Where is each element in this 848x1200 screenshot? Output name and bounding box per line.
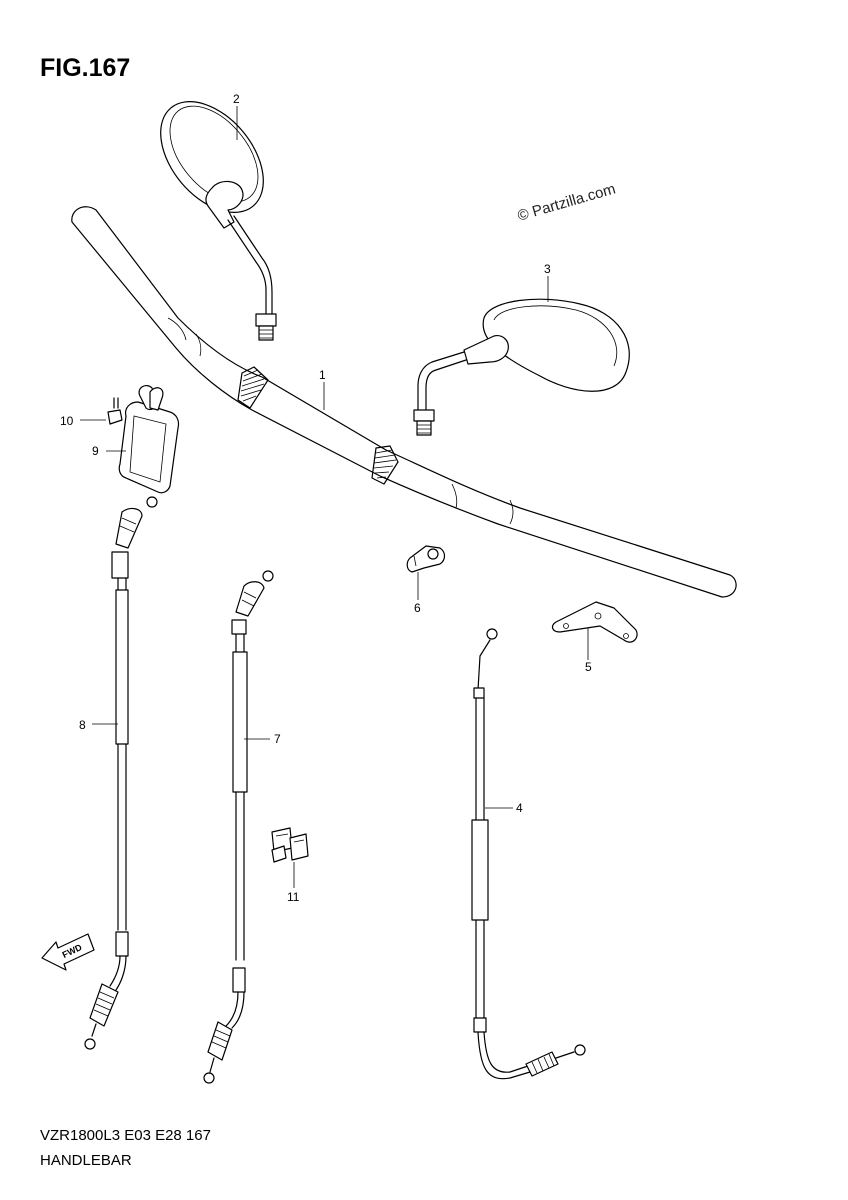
callout-1: 1 xyxy=(319,368,326,382)
holder-9-part[interactable] xyxy=(118,384,180,494)
callout-6: 6 xyxy=(414,601,421,615)
right-mirror-part[interactable] xyxy=(413,298,630,436)
fwd-arrow-icon: FWD xyxy=(41,933,95,971)
callout-3: 3 xyxy=(544,262,551,276)
callout-4: 4 xyxy=(516,801,523,815)
footer-model-line: VZR1800L3 E03 E28 167 xyxy=(40,1127,211,1144)
callout-8: 8 xyxy=(79,718,86,732)
cable-4-part[interactable] xyxy=(471,628,586,1080)
clamp-6-part[interactable] xyxy=(406,545,446,573)
callout-9: 9 xyxy=(92,444,99,458)
handlebar-knurl-right xyxy=(371,445,399,485)
leader-lines xyxy=(80,106,589,888)
footer-title: HANDLEBAR xyxy=(40,1152,132,1169)
bolt-10-part[interactable] xyxy=(107,397,123,425)
handlebar-knurl-left xyxy=(237,366,269,409)
clip-11-part[interactable] xyxy=(271,827,309,863)
cable-8-adjuster xyxy=(84,983,119,1050)
bracket-5-part[interactable] xyxy=(551,601,638,643)
figure-title: FIG.167 xyxy=(40,54,131,82)
cable-8-part[interactable] xyxy=(84,496,158,1050)
callout-2: 2 xyxy=(233,92,240,106)
callout-5: 5 xyxy=(585,660,592,674)
callout-labels: 1 2 3 4 5 6 7 8 9 10 11 xyxy=(60,92,592,904)
callout-7: 7 xyxy=(274,732,281,746)
cable-7-adjuster xyxy=(203,1021,233,1084)
cable-7-part[interactable] xyxy=(203,570,274,1084)
callout-11: 11 xyxy=(287,890,300,904)
left-mirror-part[interactable] xyxy=(140,82,284,341)
handlebar-part[interactable] xyxy=(71,206,737,598)
callout-10: 10 xyxy=(60,414,74,428)
cable-4-adjuster xyxy=(525,1044,586,1077)
